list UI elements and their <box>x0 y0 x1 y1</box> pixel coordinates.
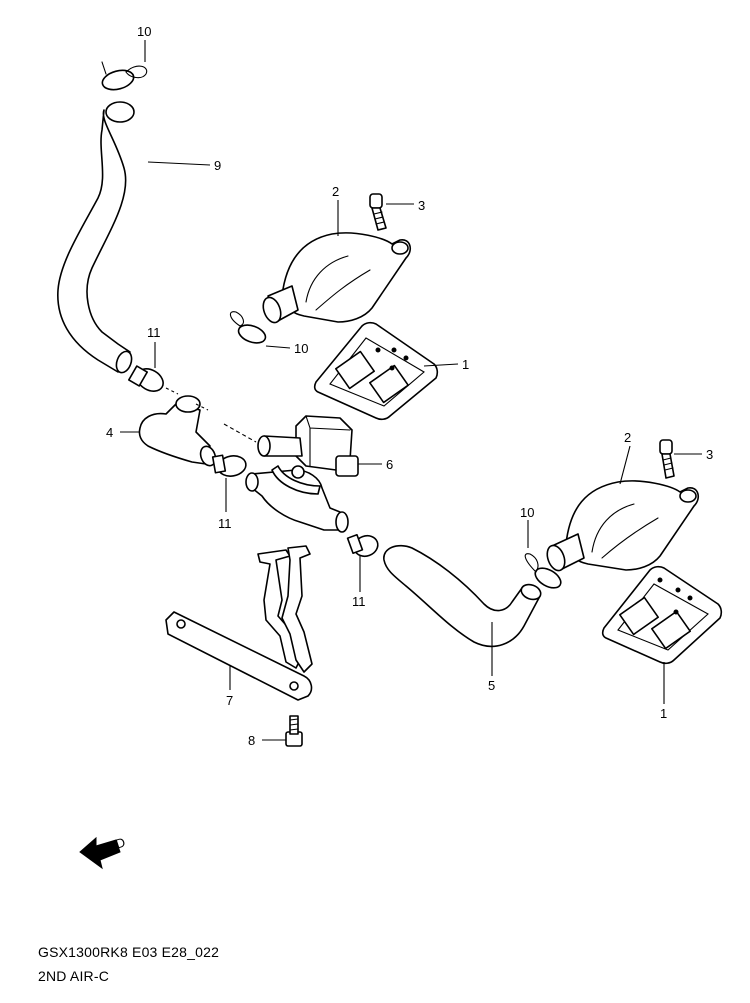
part-9-hose <box>57 101 135 374</box>
part-11-clamp-a <box>128 365 164 392</box>
part-8-bolt <box>285 715 303 747</box>
part-10-clip-right <box>524 553 562 589</box>
part-1-reed-plate-right <box>601 565 723 665</box>
label-2-top: 2 <box>332 184 339 199</box>
label-10-right: 10 <box>520 505 534 520</box>
label-1-right: 1 <box>660 706 667 721</box>
label-11-mid: 11 <box>218 516 232 531</box>
part-5-hose <box>383 544 542 648</box>
label-3-right: 3 <box>706 447 713 462</box>
part-3-bolt-top <box>369 193 387 231</box>
label-6: 6 <box>386 457 393 472</box>
part-3-bolt-right <box>659 439 675 479</box>
part-10-clip-mid <box>229 311 267 344</box>
label-3-top: 3 <box>418 198 425 213</box>
part-4-t-pipe <box>138 395 217 467</box>
leader-lines <box>120 40 702 741</box>
part-11-clamp-b <box>211 454 247 477</box>
part-10-clip-top <box>101 61 148 91</box>
part-2-cover-top <box>262 232 412 324</box>
label-9: 9 <box>214 158 221 173</box>
part-11-clamp-c <box>346 533 379 558</box>
part-2-cover-right <box>546 480 700 572</box>
label-7: 7 <box>226 693 233 708</box>
diagram-title: 2ND AIR-C <box>38 968 110 984</box>
part-1-reed-plate-top <box>313 321 439 421</box>
label-4: 4 <box>106 425 113 440</box>
part-7-bracket <box>165 545 313 701</box>
diagram-code: GSX1300RK8 E03 E28_022 <box>38 944 220 960</box>
label-10-mid: 10 <box>294 341 308 356</box>
label-1-top: 1 <box>462 357 469 372</box>
label-5: 5 <box>488 678 495 693</box>
label-10-top: 10 <box>137 24 151 39</box>
label-11-upper: 11 <box>147 325 161 340</box>
label-11-lower: 11 <box>352 594 366 609</box>
fwd-arrow-icon: FWD <box>79 834 127 870</box>
label-2-right: 2 <box>624 430 631 445</box>
label-8: 8 <box>248 733 255 748</box>
callout-labels: 10 9 2 3 11 10 1 4 6 11 11 2 3 10 7 5 1 … <box>106 24 713 748</box>
part-6-solenoid-valve <box>245 415 359 533</box>
